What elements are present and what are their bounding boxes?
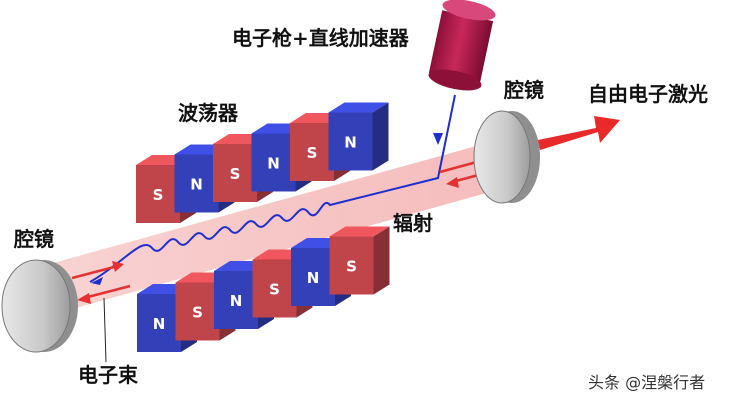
top-row-magnet-1-pole: S — [153, 186, 164, 204]
bottom-row-magnet-1-pole: N — [153, 315, 166, 333]
cavity-mirror-right — [473, 110, 540, 204]
bottom-row-magnet-3-pole: N — [230, 292, 243, 310]
watermark: 头条 @涅槃行者 — [588, 373, 705, 392]
label-laser: 自由电子激光 — [588, 82, 708, 106]
optical-beam — [35, 140, 515, 318]
bottom-row-magnet-6: S — [329, 226, 390, 295]
electron-beam-pointer — [103, 297, 107, 363]
top-row-magnet-4-pole: N — [267, 155, 280, 173]
electron-arrowhead-down — [433, 133, 443, 145]
label-radiation: 辐射 — [393, 211, 433, 235]
top-row-magnet-5-pole: S — [307, 144, 318, 162]
bottom-row-magnet-2-pole: S — [192, 304, 203, 322]
top-row-magnet-2-pole: N — [190, 176, 203, 194]
bottom-row-magnet-4-pole: S — [269, 281, 280, 299]
laser-output-arrow — [538, 116, 620, 150]
undulator-bottom-row: N S N S N S — [137, 226, 390, 352]
cavity-mirror-left — [1, 259, 78, 353]
top-row-magnet-6: N — [328, 102, 389, 171]
label-mirror-left: 腔镜 — [13, 227, 54, 251]
bottom-row-magnet-5-pole: N — [307, 269, 320, 287]
cavity-arrow-left-bottom — [77, 284, 131, 304]
label-gun: 电子枪+直线加速器 — [232, 26, 410, 50]
electron-wiggle-path — [89, 94, 456, 283]
cavity-arrow-right-bottom — [71, 261, 124, 280]
top-row-magnet-3-pole: S — [230, 165, 241, 183]
label-mirror-right: 腔镜 — [503, 78, 544, 102]
undulator-top-row: S N S N S N — [136, 102, 389, 223]
label-electron-beam: 电子束 — [78, 363, 139, 387]
electron-arrowhead-left — [91, 277, 103, 285]
bottom-row-magnet-6-pole: S — [346, 258, 357, 276]
top-row-magnet-6-pole: N — [344, 134, 357, 152]
label-undulator: 波荡器 — [178, 101, 239, 125]
electron-gun — [428, 0, 496, 91]
